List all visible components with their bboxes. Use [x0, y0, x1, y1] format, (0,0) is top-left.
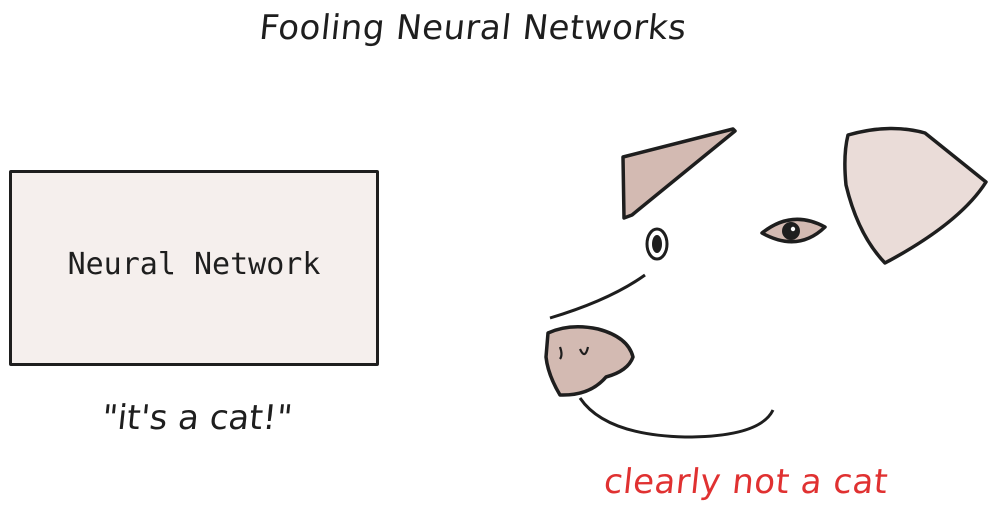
dog-head-line [549, 273, 646, 320]
annotation-label: clearly not a cat [602, 462, 890, 502]
dog-right-ear [843, 126, 988, 265]
dog-left-ear [621, 127, 737, 220]
dog-mouth [578, 397, 775, 439]
dog-left-pupil [652, 235, 662, 253]
dog-right-pupil [782, 222, 800, 240]
neural-network-label: Neural Network [67, 247, 321, 282]
prediction-label: "it's a cat!" [99, 398, 295, 438]
dog-nose [544, 325, 635, 397]
diagram-title: Fooling Neural Networks [257, 8, 689, 48]
dog-illustration [544, 126, 988, 439]
dog-left-eye [645, 227, 669, 261]
neural-network-box: Neural Network [9, 170, 379, 366]
